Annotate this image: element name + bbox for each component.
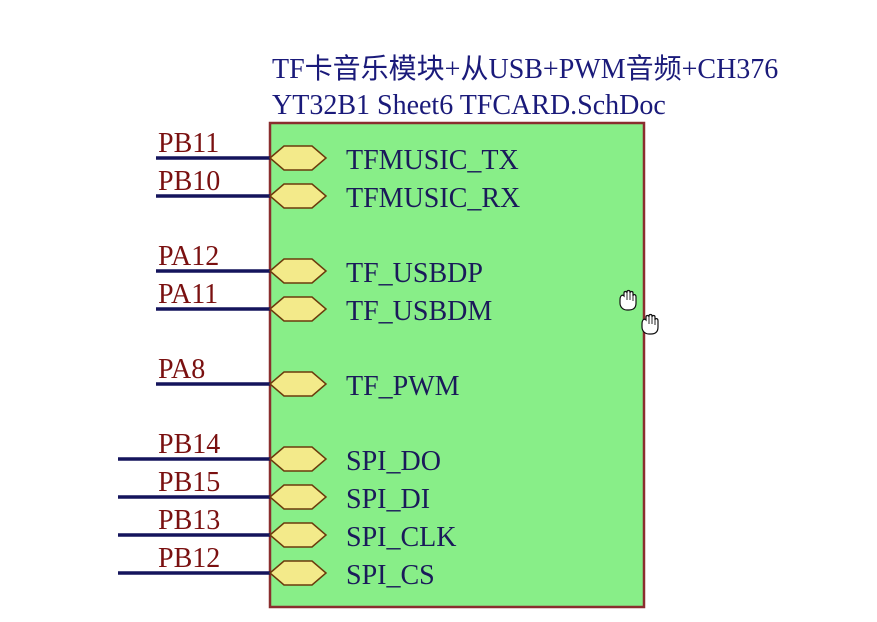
port-name: SPI_DO	[346, 446, 441, 477]
net-label: PB13	[158, 505, 220, 536]
net-label: PB10	[158, 166, 220, 197]
port-name: TF_USBDP	[346, 258, 483, 289]
port-shape	[268, 560, 328, 586]
port-shape	[268, 183, 328, 209]
port-shape	[268, 296, 328, 322]
port-shape	[268, 145, 328, 171]
sheet-entry-tf-usbdp[interactable]: PA12 TF_USBDP	[156, 241, 483, 289]
sheet-symbol-body[interactable]	[268, 121, 646, 609]
net-label: PB11	[158, 128, 219, 159]
sheet-entry-spi-clk[interactable]: PB13 SPI_CLK	[118, 505, 456, 553]
port-name: TFMUSIC_TX	[346, 145, 519, 176]
net-label: PB12	[158, 543, 220, 574]
sheet-title: TF卡音乐模块+从USB+PWM音频+CH376	[272, 53, 778, 85]
port-shape	[268, 522, 328, 548]
port-shape	[268, 484, 328, 510]
port-name: TF_PWM	[346, 371, 460, 402]
port-name: SPI_DI	[346, 484, 430, 515]
port-name: TF_USBDM	[346, 296, 492, 327]
sheet-entry-spi-do[interactable]: PB14 SPI_DO	[118, 429, 441, 477]
net-label: PA11	[158, 279, 218, 310]
sheet-filename: YT32B1 Sheet6 TFCARD.SchDoc	[272, 90, 666, 121]
port-name: SPI_CLK	[346, 522, 456, 553]
port-shape	[268, 371, 328, 397]
net-label: PA12	[158, 241, 219, 272]
sheet-entry-tf-pwm[interactable]: PA8 TF_PWM	[156, 354, 460, 402]
port-name: TFMUSIC_RX	[346, 183, 520, 214]
net-label: PA8	[158, 354, 205, 385]
sheet-entry-spi-di[interactable]: PB15 SPI_DI	[118, 467, 430, 515]
sheet-entry-spi-cs[interactable]: PB12 SPI_CS	[118, 543, 435, 591]
hand-grab-icon	[619, 289, 637, 311]
sheet-entry-tfmusic-rx[interactable]: PB10 TFMUSIC_RX	[156, 166, 520, 214]
sheet-entry-tfmusic-tx[interactable]: PB11 TFMUSIC_TX	[156, 128, 519, 176]
sheet-entry-tf-usbdm[interactable]: PA11 TF_USBDM	[156, 279, 492, 327]
port-shape	[268, 258, 328, 284]
port-name: SPI_CS	[346, 560, 435, 591]
port-shape	[268, 446, 328, 472]
hand-grab-icon	[641, 313, 659, 335]
net-label: PB14	[158, 429, 220, 460]
net-label: PB15	[158, 467, 220, 498]
